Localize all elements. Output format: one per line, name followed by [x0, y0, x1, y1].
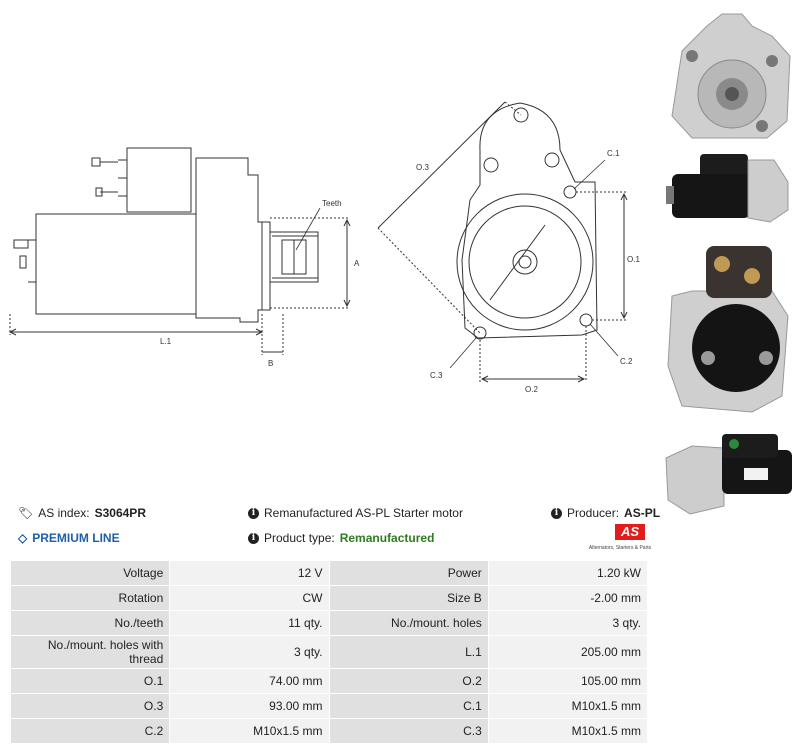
- label-b: B: [268, 359, 273, 368]
- photo-side-view[interactable]: [662, 146, 796, 228]
- as-index-label: AS index:: [38, 506, 90, 520]
- spec-label: Power: [328, 560, 489, 586]
- info-icon: i: [248, 507, 259, 519]
- product-description: i Remanufactured AS-PL Starter motor: [248, 506, 463, 520]
- info-icon: i: [551, 507, 562, 519]
- logo-mark: AS: [615, 524, 645, 540]
- label-teeth: Teeth: [322, 199, 342, 208]
- product-type: i Product type: Remanufactured: [248, 531, 434, 545]
- spec-value: 11 qty.: [169, 610, 330, 636]
- spec-label: L.1: [328, 635, 489, 669]
- spec-label: No./mount. holes: [328, 610, 489, 636]
- spec-label: O.1: [9, 668, 171, 694]
- spec-value: 205.00 mm: [487, 635, 649, 669]
- spec-label: C.3: [328, 718, 489, 744]
- spec-value: M10x1.5 mm: [487, 693, 649, 719]
- producer-value: AS-PL: [624, 506, 661, 520]
- spec-value: M10x1.5 mm: [169, 718, 330, 744]
- spec-label: O.2: [328, 668, 489, 694]
- spec-label: No./mount. holes with thread: [9, 635, 171, 669]
- as-index-value: S3064PR: [94, 506, 146, 520]
- spec-value: 1.20 kW: [487, 560, 649, 586]
- label-o1: O.1: [627, 255, 640, 264]
- photo-rear-view[interactable]: [662, 236, 796, 418]
- photo-front-view[interactable]: [662, 6, 796, 142]
- label-c1: C.1: [607, 149, 620, 158]
- spec-value: -2.00 mm: [487, 585, 649, 611]
- diamond-icon: ◇: [18, 531, 28, 545]
- spec-value: 12 V: [169, 560, 330, 586]
- spec-value: 3 qty.: [169, 635, 330, 669]
- photo-angle-view[interactable]: [662, 428, 796, 516]
- label-a: A: [354, 259, 360, 268]
- label-c2: C.2: [620, 357, 633, 366]
- info-icon: i: [248, 532, 259, 544]
- tag-icon: 🏷: [18, 506, 34, 520]
- product-type-label: Product type:: [264, 531, 335, 545]
- premium-line-text: PREMIUM LINE: [32, 531, 120, 545]
- label-c3: C.3: [430, 371, 443, 380]
- spec-value: CW: [169, 585, 330, 611]
- spec-value: 93.00 mm: [169, 693, 330, 719]
- spec-label: No./teeth: [9, 610, 171, 636]
- label-l1: L.1: [160, 337, 172, 346]
- product-photos: [658, 0, 800, 520]
- spec-label: C.2: [9, 718, 171, 744]
- motor-body-outline: [35, 213, 197, 315]
- producer: i Producer: AS-PL: [551, 506, 660, 520]
- spec-label: Voltage: [9, 560, 171, 586]
- spec-value: 105.00 mm: [487, 668, 649, 694]
- flange-outline: [461, 102, 598, 339]
- spec-label: O.3: [9, 693, 171, 719]
- main-bore: [456, 193, 594, 331]
- producer-label: Producer:: [567, 506, 620, 520]
- description-text: Remanufactured AS-PL Starter motor: [264, 506, 463, 520]
- spec-value: M10x1.5 mm: [487, 718, 649, 744]
- spec-label: Size B: [328, 585, 489, 611]
- technical-drawing: Teeth A B L.1 O.3 C.1 O.1 C.2 C.3 O.2: [8, 101, 640, 394]
- label-o3: O.3: [416, 163, 429, 172]
- as-pl-logo: AS Alternators, Starters & Parts: [585, 524, 655, 554]
- spec-value: 3 qty.: [487, 610, 649, 636]
- as-index: 🏷 AS index: S3064PR: [18, 506, 146, 520]
- spec-label: Rotation: [9, 585, 171, 611]
- label-o2: O.2: [525, 385, 538, 394]
- spec-value: 74.00 mm: [169, 668, 330, 694]
- product-type-value: Remanufactured: [339, 531, 435, 545]
- drive-housing-outline: [195, 157, 271, 323]
- solenoid-outline: [126, 147, 192, 213]
- logo-subtitle: Alternators, Starters & Parts: [588, 545, 652, 551]
- spec-label: C.1: [328, 693, 489, 719]
- premium-line: ◇ PREMIUM LINE: [18, 531, 120, 545]
